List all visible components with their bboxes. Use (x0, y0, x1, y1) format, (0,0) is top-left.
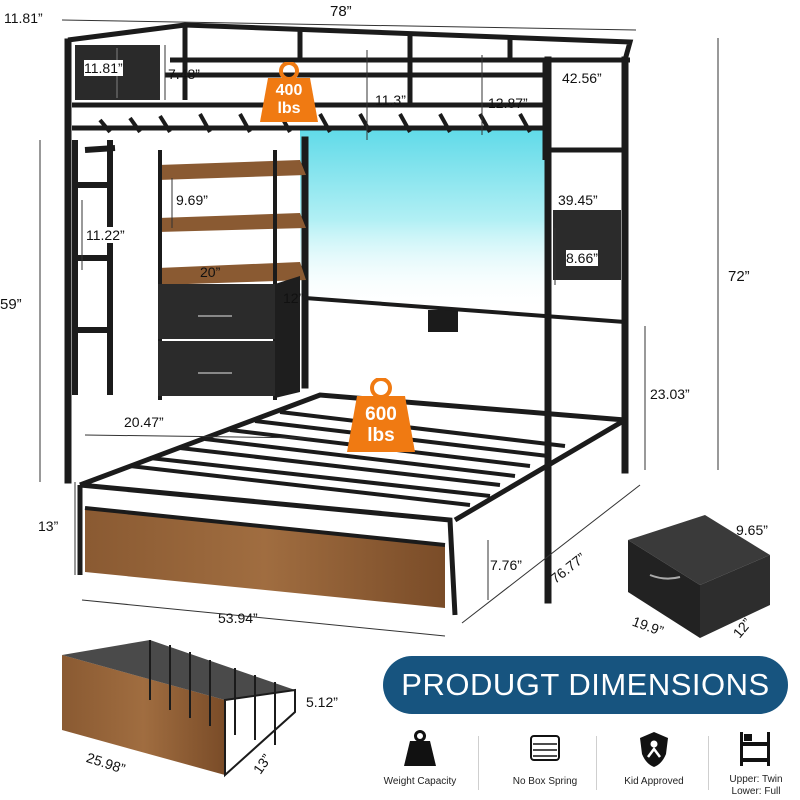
dim-guard-mid: 11.3” (375, 92, 406, 108)
drawer (62, 640, 296, 778)
kid-shield-icon (638, 730, 670, 768)
feature-divider (478, 736, 479, 790)
dimension-lines (39, 19, 719, 637)
dim-shelf-depth: 12” (283, 290, 304, 306)
side-mesh-panel (553, 210, 621, 280)
dim-ladder-gap: 11.22” (86, 227, 125, 243)
dim-depth-top: 42.56” (562, 70, 602, 86)
led-glow (300, 130, 545, 310)
feature-weight-capacity: Weight Capacity (370, 730, 470, 790)
feature-no-box-spring: No Box Spring (495, 730, 595, 790)
upper-weight-value: 400 (275, 82, 303, 99)
lower-weight-unit: lbs (367, 425, 395, 446)
weight-icon (404, 730, 436, 768)
dim-pocket-width: 11.81” (84, 60, 123, 76)
wood-footboard (85, 508, 445, 608)
lower-weight-tag: 600 lbs (347, 378, 415, 452)
dim-lower-width: 53.94” (218, 610, 258, 626)
feature-divider (708, 736, 709, 790)
dim-side-height: 8.66” (566, 250, 598, 266)
dim-top-left: 11.81” (4, 10, 43, 26)
dim-bin-height: 9.65” (736, 522, 768, 538)
box-spring-icon (529, 730, 561, 768)
fabric-drawers (158, 276, 300, 398)
ladder (72, 140, 116, 395)
dim-upper-height: 59” (0, 296, 22, 313)
lower-bed-frame (77, 392, 627, 616)
feature-label: Weight Capacity (383, 776, 457, 787)
feature-kid-approved: Kid Approved (604, 730, 704, 790)
lower-weight-value: 600 (365, 404, 397, 425)
dim-shelf-gap: 9.69” (176, 192, 208, 208)
bunk-bed-icon (738, 730, 770, 768)
top-guard-rails (67, 22, 634, 160)
feature-label: Kid Approved (624, 776, 684, 787)
dim-under-clearance: 23.03” (650, 386, 690, 402)
feature-label-upper: Upper: Twin (729, 774, 783, 785)
feature-label: No Box Spring (512, 776, 578, 787)
upper-weight-unit: lbs (277, 100, 301, 117)
feature-label-lower: Lower: Full (731, 786, 781, 797)
upper-weight-tag: 400 lbs (260, 62, 318, 122)
product-dimensions-banner: PRODUGT DIMENSIONS (383, 656, 788, 714)
dim-pocket-height: 7.48” (168, 66, 200, 82)
dim-guard-right: 12.87” (488, 95, 528, 111)
dim-shelf-width: 20” (200, 264, 221, 280)
power-outlet (428, 310, 458, 332)
dim-top-width: 78” (330, 3, 352, 20)
feature-bed-size: Upper: Twin Lower: Full (712, 730, 800, 797)
dim-lower-height: 13” (38, 518, 59, 534)
dim-side-width: 39.45” (558, 192, 598, 208)
storage-bin (628, 515, 770, 638)
dim-total-height: 72” (728, 268, 750, 285)
feature-divider (596, 736, 597, 790)
dim-rail-height: 7.76” (490, 557, 522, 573)
dim-drawer-height: 5.12” (306, 694, 338, 710)
dim-desk-width: 20.47” (124, 414, 164, 430)
